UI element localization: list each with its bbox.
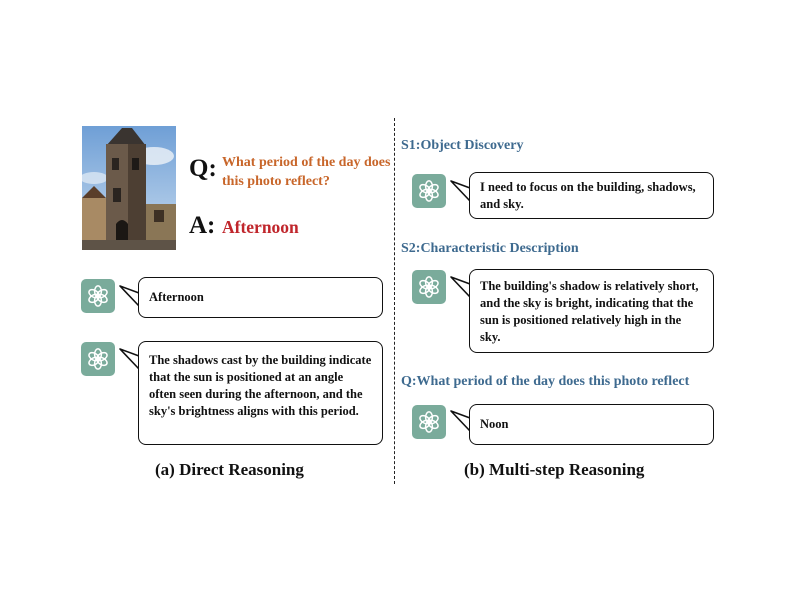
panel-divider <box>394 118 395 484</box>
caption-multistep-reasoning: (b) Multi-step Reasoning <box>464 460 645 479</box>
question-prefix: Q: <box>189 155 217 182</box>
response-text: Noon <box>480 417 509 431</box>
bubble-tail <box>450 410 471 432</box>
bubble-tail <box>119 348 140 370</box>
step-label-s1: S1:Object Discovery <box>401 138 524 153</box>
bubble-tail <box>450 180 471 202</box>
chatgpt-logo-icon <box>412 405 446 439</box>
question-text: What period of the day does this photo r… <box>222 155 391 189</box>
direct-response-bubble-short: Afternoon <box>138 277 383 318</box>
answer-prefix: A: <box>189 212 216 239</box>
building-photo <box>82 126 176 250</box>
response-text: The shadows cast by the building indicat… <box>149 353 372 418</box>
chatgpt-logo-icon <box>81 279 115 313</box>
answer-text: Afternoon <box>222 217 299 237</box>
bubble-tail <box>450 276 471 298</box>
response-text: The building's shadow is relatively shor… <box>480 279 699 344</box>
direct-response-bubble-long: The shadows cast by the building indicat… <box>138 341 383 445</box>
step2-response-bubble: The building's shadow is relatively shor… <box>469 269 714 353</box>
final-answer-bubble: Noon <box>469 404 714 445</box>
step-label-question: Q:What period of the day does this photo… <box>401 374 690 389</box>
response-text: I need to focus on the building, shadows… <box>480 180 696 211</box>
chatgpt-logo-icon <box>81 342 115 376</box>
chatgpt-logo-icon <box>412 174 446 208</box>
caption-direct-reasoning: (a) Direct Reasoning <box>155 460 304 479</box>
step1-response-bubble: I need to focus on the building, shadows… <box>469 172 714 219</box>
bubble-tail <box>119 285 140 307</box>
chatgpt-logo-icon <box>412 270 446 304</box>
response-text: Afternoon <box>149 290 204 304</box>
step-label-s2: S2:Characteristic Description <box>401 241 579 256</box>
